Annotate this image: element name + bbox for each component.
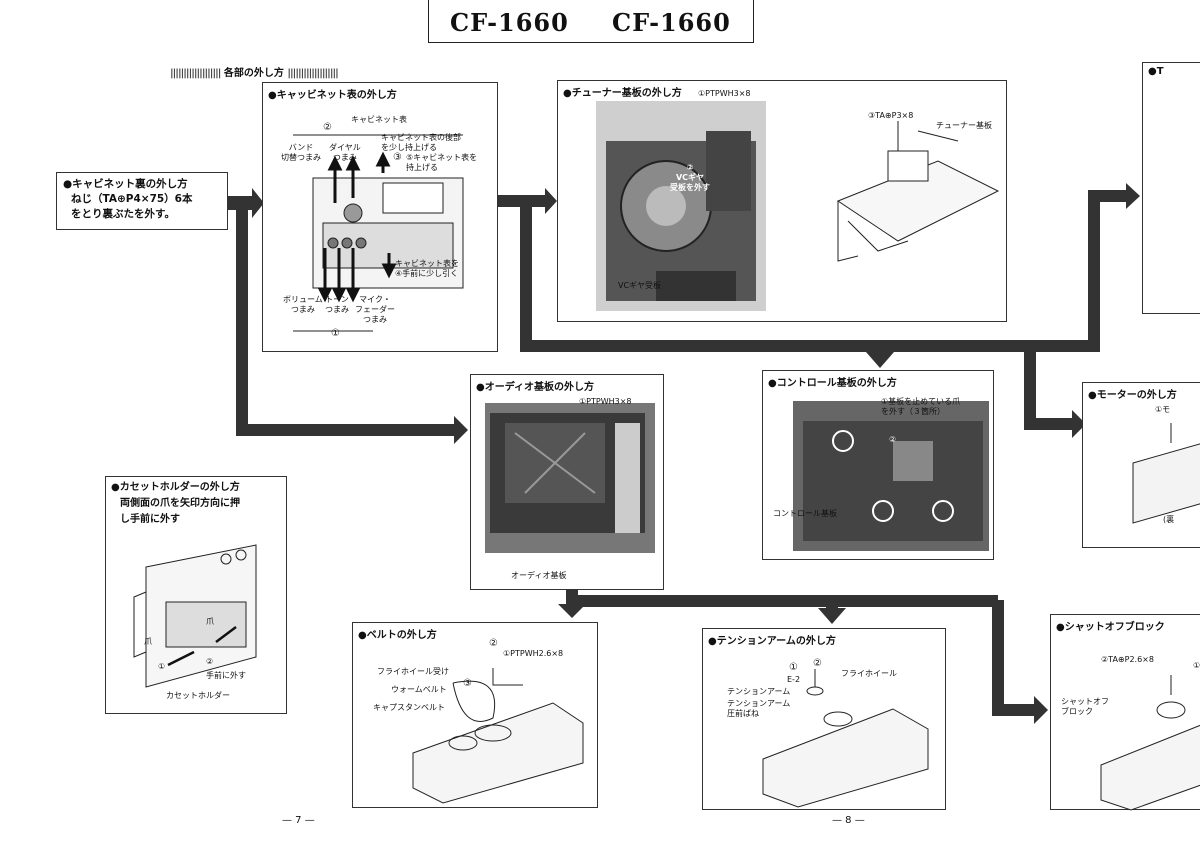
cassette-step-2: ② <box>206 657 214 666</box>
motor-panel: ●モーターの外し方 ①モ (裏 <box>1082 382 1200 548</box>
section-heading: ||||||||||||||||||| 各部の外し方 |||||||||||||… <box>170 64 339 79</box>
step-3-marker: ③ <box>393 152 402 163</box>
control-claw-label: ①基板を止めている爪 を外す（３箇所） <box>881 397 961 416</box>
mic-fader-label: マイク・ フェーダー つまみ <box>355 295 395 324</box>
tension-arm-label: テンションアーム <box>727 687 791 696</box>
flywheel-label: フライホイール <box>841 669 897 678</box>
cabinet-back-title: ●キャビネット裏の外し方 <box>63 178 188 190</box>
audio-board-panel: ●オーディオ基板の外し方 ①PTPWH3×8 オーディオ基板 <box>470 374 664 590</box>
tuner-screw3-label: ③TA⊕P3×8 <box>868 111 914 120</box>
control-board-panel: ●コントロール基板の外し方 ①基板を止めている爪 を外す（３箇所） ② コントロ… <box>762 370 994 560</box>
section-heading-text: 各部の外し方 <box>223 68 284 79</box>
cabinet-front-label: キャビネット表 <box>351 115 407 124</box>
step-5-label: ⑤キャビネット表を 持上げる <box>406 153 478 172</box>
model-number-right: CF-1660 <box>612 8 731 37</box>
shutoff-title: ●シャットオフブロック <box>1056 622 1165 633</box>
partial-top-right-title: ●T <box>1148 66 1164 77</box>
dial-knob-label: ダイヤル つまみ <box>329 143 361 162</box>
vc-gear-plate-label: VCギヤ受板 <box>618 281 662 290</box>
belt-title: ●ベルトの外し方 <box>358 630 437 641</box>
page-number-right: — 8 — <box>832 815 865 826</box>
belt-step-3: ③ <box>463 678 472 689</box>
lift-rear-label: キャビネット表の後部 を少し持上げる <box>381 133 461 152</box>
step-2-marker: ② <box>323 122 332 133</box>
flywheel-holder-label: フライホイール受け <box>377 667 449 676</box>
control-board-label: コントロール基板 <box>773 509 837 518</box>
capstan-belt-label: キャプスタンベルト <box>373 703 445 712</box>
shutoff-screw-label: ②TA⊕P2.6×8 <box>1101 655 1154 664</box>
e2-label: E-2 <box>787 675 801 684</box>
cabinet-back-box: ●キャビネット裏の外し方 ねじ（TA⊕P4×75）6本 をとり裏ぶたを外す。 <box>56 172 228 230</box>
tension-title: ●テンションアームの外し方 <box>708 636 836 647</box>
audio-photo-sketch <box>490 413 645 533</box>
cabinet-back-line-2: をとり裏ぶたを外す。 <box>71 208 175 220</box>
cassette-line-2: し手前に外す <box>120 514 180 525</box>
cabinet-back-line-1: ねじ（TA⊕P4×75）6本 <box>71 193 193 205</box>
page-number-left: — 7 — <box>282 815 315 826</box>
audio-screw-label: ①PTPWH3×8 <box>579 397 632 406</box>
tension-step-2: ② <box>813 658 822 669</box>
cassette-claw-right: 爪 <box>206 617 214 626</box>
partial-panel-top-right: ●T <box>1142 62 1200 314</box>
tension-spring-label: テンションアーム 圧前ばね <box>727 699 791 718</box>
audio-photo <box>485 403 655 553</box>
band-switch-label: バンド 切替つまみ <box>281 143 321 162</box>
cabinet-front-title: ●キャッビネット表の外し方 <box>268 90 397 101</box>
shutoff-block-label: シャットオフ ブロック <box>1061 697 1109 716</box>
tuner-panel: ●チューナー基板の外し方 ①PTPWH3×8 ② VCギヤ 受板を外す VCギヤ… <box>557 80 1007 322</box>
belt-step-2: ② <box>489 638 498 649</box>
motor-screw-label: ①モ <box>1155 405 1171 414</box>
step-1-marker: ① <box>331 328 340 339</box>
cassette-line-1: 両側面の爪を矢印方向に押 <box>120 498 240 509</box>
motor-drawing <box>1132 423 1200 524</box>
tuner-screw-label: ①PTPWH3×8 <box>698 89 751 98</box>
shutoff-step-1: ① <box>1193 661 1200 670</box>
vc-gear-remove-label: ② VCギヤ 受板を外す <box>670 163 710 192</box>
volume-knob-label: ボリューム つまみ <box>283 295 323 314</box>
belt-panel: ●ベルトの外し方 ② ①PTPWH2.6×8 フライホイール受け ウォームベルト… <box>352 622 598 808</box>
cassette-claw-left: 爪 <box>144 637 152 646</box>
header-frame <box>428 0 754 43</box>
tuner-photo <box>596 101 766 311</box>
tuner-board-label: チューナー基板 <box>936 121 992 130</box>
cassette-step-1: ① <box>158 662 166 671</box>
cassette-title: ●カセットホルダーの外し方 <box>111 482 240 493</box>
tension-drawing <box>762 669 929 808</box>
control-photo-sketch <box>803 421 983 541</box>
shutoff-panel: ●シャットオフブロック ②TA⊕P2.6×8 シャットオフ ブロック ① <box>1050 614 1200 811</box>
belt-drawing <box>412 668 584 804</box>
tuner-photo-sketch <box>606 131 756 301</box>
cassette-drawing <box>133 544 257 688</box>
control-step-2: ② <box>889 435 897 444</box>
shutoff-drawing <box>1100 675 1200 811</box>
heading-rule-right: ||||||||||||||||||| <box>287 68 338 79</box>
tuner-title: ●チューナー基板の外し方 <box>563 88 682 99</box>
pull-forward-label: キャビネット表を ④手前に少し引く <box>395 259 459 278</box>
heading-rule-left: ||||||||||||||||||| <box>170 68 221 79</box>
cassette-holder-label: カセットホルダー <box>166 691 230 700</box>
tuner-drawing <box>836 121 1000 262</box>
cabinet-front-panel: ●キャッビネット表の外し方 ② キャビネット表 バンド 切替つまみ ダイヤル つ… <box>262 82 498 352</box>
cabinet-front-drawing <box>293 134 464 332</box>
cassette-holder-panel: ●カセットホルダーの外し方 両側面の爪を矢印方向に押 し手前に外す 爪 爪 ① … <box>105 476 287 714</box>
control-photo <box>793 401 989 551</box>
motor-note: (裏 <box>1163 515 1175 524</box>
tone-knob-label: トーン つまみ <box>325 295 349 314</box>
cassette-pull-label: 手前に外す <box>206 671 246 680</box>
model-number-left: CF-1660 <box>450 8 569 37</box>
belt-screw-label: ①PTPWH2.6×8 <box>503 649 564 658</box>
audio-title: ●オーディオ基板の外し方 <box>476 382 595 393</box>
tension-step-1: ① <box>789 662 798 673</box>
tension-arm-panel: ●テンションアームの外し方 ① ② E-2 フライホイール テンションアーム テ… <box>702 628 946 810</box>
audio-board-label: オーディオ基板 <box>511 571 567 580</box>
motor-title: ●モーターの外し方 <box>1088 390 1177 401</box>
worm-belt-label: ウォームベルト <box>391 685 447 694</box>
control-title: ●コントロール基板の外し方 <box>768 378 897 389</box>
